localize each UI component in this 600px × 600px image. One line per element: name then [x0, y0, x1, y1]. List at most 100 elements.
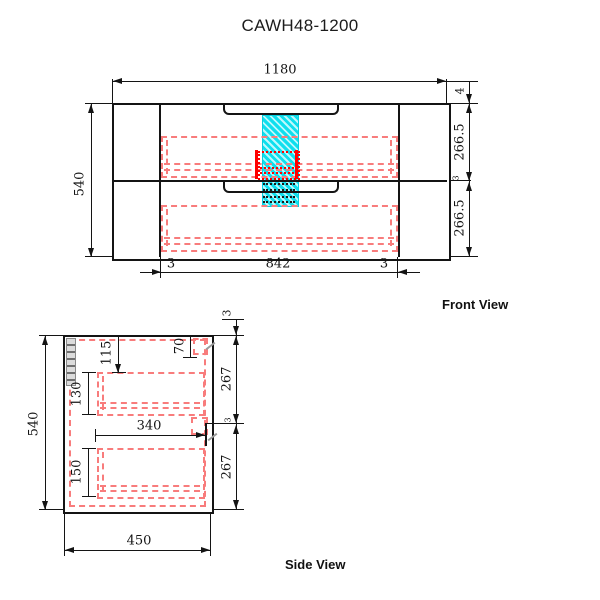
- dim-line-front-width: [112, 81, 478, 82]
- front-drawer-divider: [112, 180, 447, 182]
- front-center-bracket: [258, 151, 300, 180]
- dim-extension: [39, 509, 63, 510]
- front-cabinet-outline: [112, 103, 451, 261]
- dim-side-340: 340: [136, 418, 162, 434]
- dim-side-130: 130: [69, 381, 85, 407]
- side-drawer-box-upper: [97, 372, 205, 416]
- dim-arrow: [466, 104, 472, 113]
- dim-tick: [183, 357, 197, 358]
- front-drawer-bottom-line: [164, 237, 394, 239]
- front-drawer-bottom-line: [164, 163, 394, 165]
- dim-extension: [212, 509, 244, 510]
- drawing-title: CAWH48-1200: [241, 16, 359, 35]
- front-center-bracket-line: [260, 167, 294, 169]
- dim-side-depth: 450: [126, 533, 152, 549]
- dim-arrow: [65, 547, 74, 553]
- dim-front-left-gap: 3: [166, 256, 176, 272]
- dim-extension: [212, 335, 244, 336]
- dim-arrow: [233, 336, 239, 345]
- dim-extension: [222, 319, 244, 320]
- dim-arrow: [115, 364, 121, 373]
- dim-line-front-height: [91, 103, 92, 257]
- front-hatch-dotted-line: [263, 189, 295, 191]
- dim-front-inner-width: 842: [265, 256, 291, 272]
- side-mounting-bracket: [66, 338, 76, 386]
- front-center-bracket-line: [260, 172, 294, 174]
- dim-arrow: [466, 172, 472, 181]
- dim-side-top-panel: 3: [220, 309, 234, 317]
- front-hatch-dotted-line: [263, 201, 295, 203]
- dim-arrow: [42, 336, 48, 345]
- dim-extension: [210, 512, 211, 556]
- dim-line-70: [190, 336, 191, 358]
- front-hatch-dotted-line: [263, 196, 295, 198]
- dim-arrow: [201, 547, 210, 553]
- dim-extension: [449, 180, 471, 181]
- dim-arrow: [437, 78, 446, 84]
- dim-tick: [82, 372, 96, 373]
- dim-arrow: [466, 182, 472, 191]
- front-hatch-dotted-line: [263, 183, 295, 185]
- dim-front-lower-drawer: 266.5: [452, 199, 468, 237]
- dim-arrow: [233, 414, 239, 423]
- dim-extension: [112, 79, 113, 103]
- dim-arrow: [466, 94, 472, 103]
- dim-extension: [64, 512, 65, 556]
- front-handle-notch-bottom: [223, 181, 339, 193]
- dim-side-150: 150: [69, 459, 85, 485]
- dim-extension: [160, 257, 161, 278]
- dim-arrow: [88, 248, 94, 257]
- front-drawer-box-upper: [161, 136, 398, 178]
- front-handle-notch-top: [223, 103, 339, 115]
- side-drawer-inner-line: [102, 376, 104, 410]
- dim-extension: [449, 256, 478, 257]
- side-drawer-bottom-line: [100, 402, 200, 404]
- side-drawer-bottom-line: [100, 490, 200, 492]
- dim-tick: [82, 414, 96, 415]
- dim-side-115: 115: [99, 340, 115, 366]
- dim-extension: [397, 257, 398, 278]
- dim-arrow: [196, 432, 205, 438]
- front-drawer-inner-line: [166, 140, 168, 174]
- dim-arrow: [42, 501, 48, 510]
- dim-extension: [205, 423, 244, 424]
- dim-front-width: 1180: [263, 62, 297, 78]
- dim-arrow: [233, 500, 239, 509]
- side-drawer-bottom-line: [100, 485, 200, 487]
- dim-line-150: [88, 448, 89, 497]
- dim-arrow: [233, 326, 239, 335]
- dim-line-115: [118, 336, 119, 373]
- dim-side-middle-gap: 3: [223, 417, 233, 423]
- dim-extension: [446, 79, 447, 103]
- dim-arrow: [152, 269, 161, 275]
- dim-front-upper-drawer: 266.5: [452, 123, 468, 161]
- front-bracket-end: [255, 150, 258, 179]
- front-drawer-inner-line: [390, 140, 392, 174]
- front-drawer-bottom-line: [164, 243, 394, 245]
- dim-extension: [85, 103, 112, 104]
- front-drawer-inner-line: [390, 209, 392, 246]
- dim-front-height: 540: [72, 171, 88, 197]
- dim-side-lower-front: 267: [219, 454, 235, 480]
- side-cabinet-outline: [63, 335, 214, 514]
- dim-line-front-bottom: [140, 272, 420, 273]
- side-drawer-bottom-line: [100, 407, 200, 409]
- dim-side-height: 540: [26, 411, 42, 437]
- dim-front-right-gap: 3: [379, 256, 389, 272]
- front-view-label: Front View: [442, 297, 509, 312]
- side-drawer-front-edge: [205, 424, 207, 446]
- dim-arrow: [88, 104, 94, 113]
- side-view-label: Side View: [285, 557, 346, 572]
- dim-front-middle-gap: 3: [451, 175, 461, 181]
- dim-extension: [449, 103, 478, 104]
- dim-front-top-gap: 4: [453, 87, 467, 95]
- dim-arrow: [113, 78, 122, 84]
- side-drawer-inner-line: [102, 452, 104, 492]
- dim-line-side-height: [45, 335, 46, 510]
- dim-tick: [82, 496, 96, 497]
- dim-line-130: [88, 372, 89, 415]
- dim-extension: [85, 256, 112, 257]
- dim-arrow: [233, 425, 239, 434]
- dim-side-upper-front: 267: [219, 366, 235, 392]
